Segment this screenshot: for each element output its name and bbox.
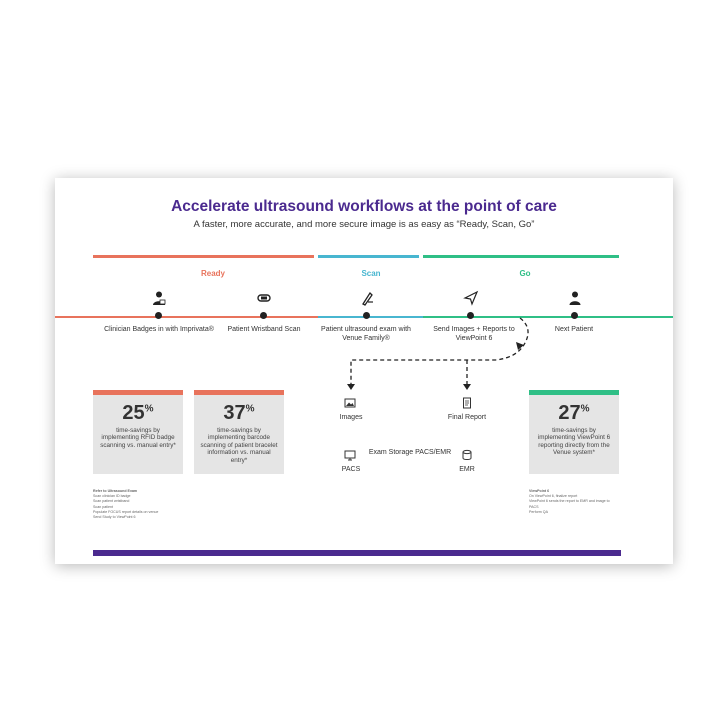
emr-label: EMR [459, 466, 475, 473]
stat-card-accent [194, 390, 284, 395]
step-label: Patient ultrasound exam with Venue Famil… [321, 326, 411, 342]
timeline-dot [571, 312, 578, 319]
stage-go-label: Go [519, 269, 531, 278]
stat-value: 25% [122, 402, 154, 424]
page-subtitle: A faster, more accurate, and more secure… [193, 219, 535, 230]
stat-value: 37% [223, 402, 255, 424]
notes-item: Scan patient wristband [93, 499, 130, 504]
report-icon [461, 397, 473, 409]
notes-item: Scan clinician ID badge [93, 494, 131, 499]
stat-card: 27% time-savings by implementing ViewPoi… [529, 390, 619, 474]
step-label: Send Images + Reports to ViewPoint 6 [433, 326, 515, 342]
probe-icon [359, 290, 375, 306]
notes-item: Perform QA [529, 509, 548, 514]
step-label: Patient Wristband Scan [227, 326, 301, 333]
notes-item: Scan patient [93, 504, 113, 509]
step-label: Next Patient [554, 326, 594, 333]
page-title: Accelerate ultrasound workflows at the p… [171, 198, 557, 215]
person-icon [567, 290, 583, 306]
notes-heading: Refer to Ultrasound Exam [93, 489, 138, 493]
notes-right: ViewPoint 6 On ViewPoint 6, finalize rep… [529, 489, 619, 515]
exam-storage-label: Exam Storage PACS/EMR [368, 449, 452, 456]
notes-item: Send Study to ViewPoint 6 [93, 515, 136, 520]
stage-scan-label: Scan [361, 269, 381, 278]
database-icon [461, 449, 473, 461]
send-icon [463, 290, 479, 306]
stage-ready-label: Ready [200, 269, 225, 278]
timeline-dot [467, 312, 474, 319]
stat-description: time-savings by implementing RFID badge … [100, 427, 176, 449]
final-report-label: Final Report [447, 414, 487, 421]
notes-item: On ViewPoint 6, finalize report [529, 494, 578, 499]
timeline-go [423, 316, 673, 318]
images-label: Images [339, 414, 363, 421]
timeline-scan [318, 316, 423, 318]
go-bar [423, 255, 619, 258]
stat-card: 37% time-savings by implementing barcode… [194, 390, 284, 474]
wristband-icon [256, 290, 272, 306]
monitor-icon [344, 449, 356, 461]
stat-value: 27% [558, 402, 590, 424]
timeline-dot [155, 312, 162, 319]
timeline-dot [363, 312, 370, 319]
timeline-ready [55, 316, 318, 318]
image-icon [344, 397, 356, 409]
timeline-dot [260, 312, 267, 319]
footer-bar [93, 550, 621, 556]
clinician-icon [151, 290, 167, 306]
stat-card-accent [93, 390, 183, 395]
notes-left: Refer to Ultrasound Exam Scan clinician … [93, 489, 183, 520]
poster-sheet: Accelerate ultrasound workflows at the p… [55, 178, 673, 564]
stat-card: 25% time-savings by implementing RFID ba… [93, 390, 183, 474]
notes-item: Populate FOCUS report details on venue [93, 509, 159, 514]
stat-description: time-savings by implementing ViewPoint 6… [537, 427, 611, 457]
scan-bar [318, 255, 419, 258]
ready-bar [93, 255, 314, 258]
notes-heading: ViewPoint 6 [529, 489, 550, 493]
stat-card-accent [529, 390, 619, 395]
pacs-label: PACS [341, 466, 361, 473]
flow-connectors [347, 317, 529, 390]
stat-description: time-savings by implementing barcode sca… [200, 427, 278, 464]
step-label: Clinician Badges in with Imprivata® [104, 326, 214, 333]
notes-item: ViewPoint 6 sends the report to EMR and … [529, 499, 610, 509]
